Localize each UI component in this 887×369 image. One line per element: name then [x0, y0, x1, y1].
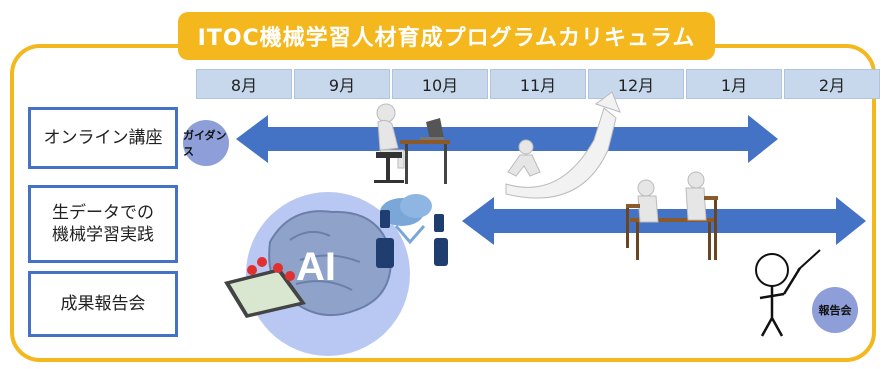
ai-brain-icon: [246, 192, 410, 356]
row-report-meeting: 成果報告会: [28, 271, 178, 337]
month-cell: 8月: [196, 69, 292, 99]
month-cell: 12月: [588, 69, 684, 99]
cloud-devices-icon: [376, 194, 448, 268]
row-raw-data-practice: 生データでの 機械学習実践: [28, 185, 178, 263]
month-cell: 11月: [490, 69, 586, 99]
month-cell: 1月: [686, 69, 782, 99]
row-report-meeting-label: 成果報告会: [60, 293, 146, 314]
row-online-course-label: オンライン講座: [43, 127, 163, 148]
person-on-arrow-icon: [505, 91, 621, 199]
title-banner: ITOC機械学習人材育成プログラムカリキュラム: [178, 12, 715, 60]
month-cell: 10月: [392, 69, 488, 99]
ai-label: AI: [296, 245, 336, 289]
guidance-label: ガイダンス: [183, 129, 227, 158]
meeting-people-icon: [626, 171, 718, 260]
guidance-badge: ガイダンス: [183, 120, 229, 166]
tablet-map-icon: [224, 257, 306, 318]
month-header: 8月 9月 10月 11月 12月 1月 2月: [196, 69, 882, 99]
month-cell: 9月: [294, 69, 390, 99]
report-meeting-badge: 報告会: [812, 287, 858, 333]
row-raw-data-label-line1: 生データでの: [52, 202, 154, 223]
presenter-stick-figure-icon: [755, 249, 821, 337]
online-course-arrow: [236, 115, 778, 163]
month-cell: 2月: [784, 69, 880, 99]
title-text: ITOC機械学習人材育成プログラムカリキュラム: [197, 26, 696, 51]
row-raw-data-label-line2: 機械学習実践: [52, 225, 154, 245]
row-online-course: オンライン講座: [28, 107, 178, 169]
report-meeting-badge-label: 報告会: [818, 304, 852, 317]
person-at-desk-icon: [374, 103, 450, 184]
